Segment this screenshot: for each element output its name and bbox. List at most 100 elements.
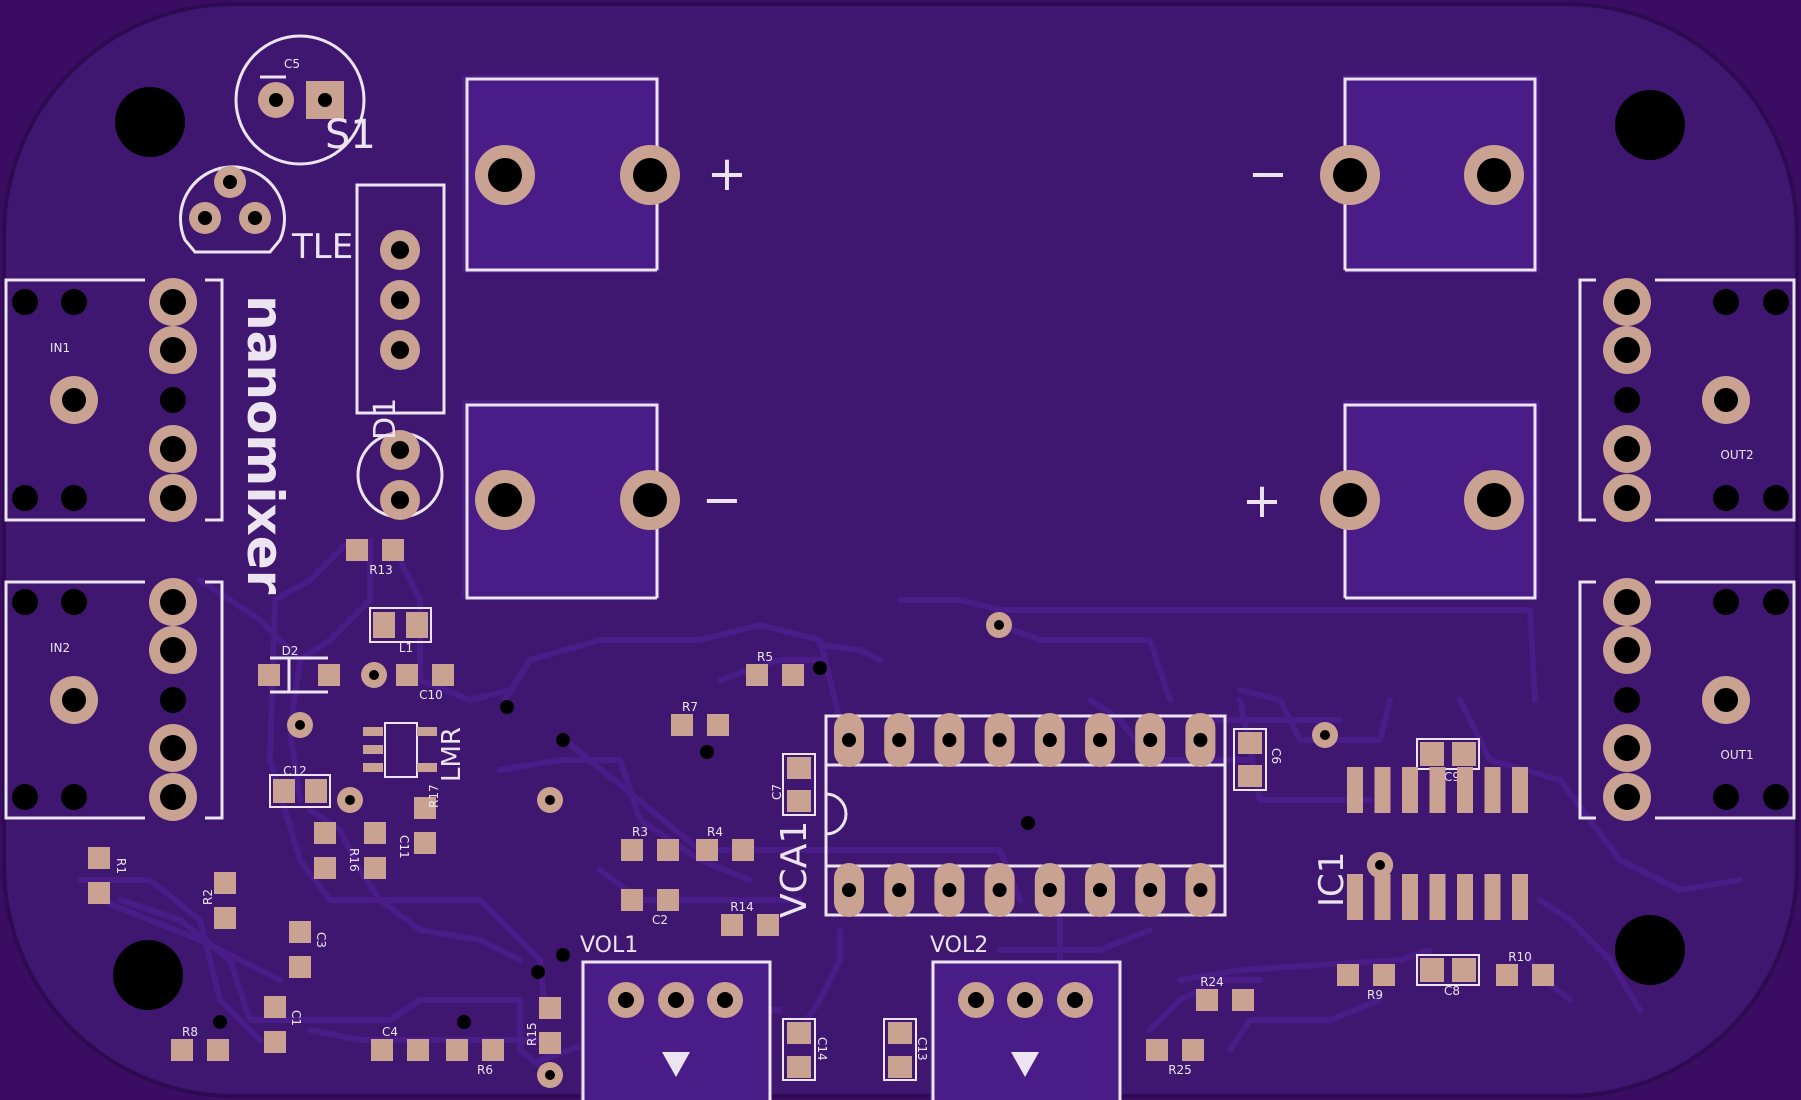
vca1-pin-hole [892,733,907,747]
vca1-label: VCA1 [774,821,815,918]
d1-label: D1 [368,398,403,440]
vca1-pin-hole [842,883,856,897]
in1-label: IN1 [50,341,70,355]
r4-label: R4 [707,825,723,839]
vol2-potentiometer: VOL2 [930,933,1122,1100]
mounting-holes [113,87,1685,1010]
vca1-pin-hole [1042,883,1057,897]
c2: C2 [621,889,679,927]
ic1-pin [1374,767,1391,813]
r7: R7 [671,700,729,736]
c14: C14 [782,1018,829,1081]
d2: D2 [258,644,340,694]
r9: R9 [1337,964,1395,1002]
l1-label: L1 [399,641,413,655]
c8-label: C8 [1444,984,1460,998]
in2-jack: IN2 [4,578,224,821]
r5-label: R5 [757,650,773,664]
c1-label: C1 [289,1010,303,1026]
out1-label: OUT1 [1720,748,1753,762]
c13-label: C13 [915,1037,929,1061]
vca1-pin-hole [1093,883,1107,897]
d1-header: D1 [355,183,446,520]
c5-capacitor: C5 S1 [234,34,376,166]
c6: C6 [1233,728,1283,791]
ic1-pin [1402,874,1418,920]
c1: C1 [264,996,303,1053]
c12: C12 [269,764,331,808]
ic1-pin [1347,767,1363,813]
l1: L1 [369,607,432,655]
r24-label: R24 [1200,975,1224,989]
vca1-pin-hole [942,733,957,747]
c7: C7 [770,753,816,816]
c8: C8 [1416,954,1480,998]
vol2-direction-arrow-icon [1011,1052,1039,1077]
terminal-top-left-polarity: + [707,146,747,202]
ic1-pin [1347,874,1363,920]
vca1-pin-hole [1042,733,1057,747]
vol2-label: VOL2 [930,933,988,958]
ic1-pin [1429,767,1446,813]
vca1-pin-hole [1093,733,1107,747]
r1: R1 [88,847,128,904]
vca1-pin-hole [1143,883,1158,897]
ic1-pin [1484,874,1501,920]
r25: R25 [1146,1039,1204,1077]
c10-label: C10 [419,688,443,702]
out2-jack: OUT2 [1578,278,1796,522]
lmr: LMR [363,722,467,782]
c3-label: C3 [314,932,328,948]
r17-label: R17 [427,784,441,808]
r10-label: R10 [1508,950,1532,964]
mounting-hole-top-right [1615,90,1685,160]
c3: C3 [289,921,328,978]
ic1-soic14: IC1 [1312,767,1528,920]
in2-label: IN2 [50,641,70,655]
vca1-pin-hole [842,733,856,747]
vca1-pin-hole [892,883,907,897]
c7-label: C7 [770,784,784,800]
in1-jack: IN1 [4,278,224,522]
ic1-pin [1484,767,1501,813]
mounting-hole-bottom-right [1615,915,1685,985]
vca1-pin-hole [1193,733,1208,747]
vol1-potentiometer: VOL1 [580,933,772,1100]
r3-label: R3 [632,825,648,839]
r7-label: R7 [682,700,698,714]
r16-label: R16 [347,848,361,872]
c11: C11 [364,822,411,879]
d2-label: D2 [282,644,299,658]
r14-label: R14 [730,900,754,914]
vca1-pin-hole [1193,883,1208,897]
ic1-pin [1512,874,1528,920]
r1-label: R1 [114,858,128,874]
vca1-pin-hole [942,883,957,897]
r10: R10 [1496,950,1554,986]
smd-components: R13 L1 D2 C10 LMR [88,539,1554,1081]
vias [213,612,1393,1088]
out1-jack: OUT1 [1578,578,1796,821]
r8-label: R8 [182,1025,198,1039]
c13: C13 [883,1018,929,1081]
terminal-top-right: − [1248,77,1537,272]
r3: R3 [621,825,679,861]
c2-label: C2 [652,913,668,927]
c10: C10 [396,664,454,702]
r13: R13 [346,539,404,577]
c11-label: C11 [397,835,411,859]
s1-label: S1 [325,112,376,158]
c4-label: C4 [382,1025,398,1039]
lmr-label: LMR [437,727,467,782]
r2-label: R2 [201,889,215,905]
r15: R15 [525,997,561,1054]
vca1-pin-hole [1143,733,1158,747]
ic1-label: IC1 [1312,852,1352,907]
terminal-bottom-right: + [1242,403,1537,600]
c4: C4 [371,1025,429,1061]
ic1-pin [1457,874,1473,920]
r25-label: R25 [1168,1063,1192,1077]
r4: R4 [696,825,754,861]
terminal-bottom-right-polarity: + [1242,473,1282,529]
